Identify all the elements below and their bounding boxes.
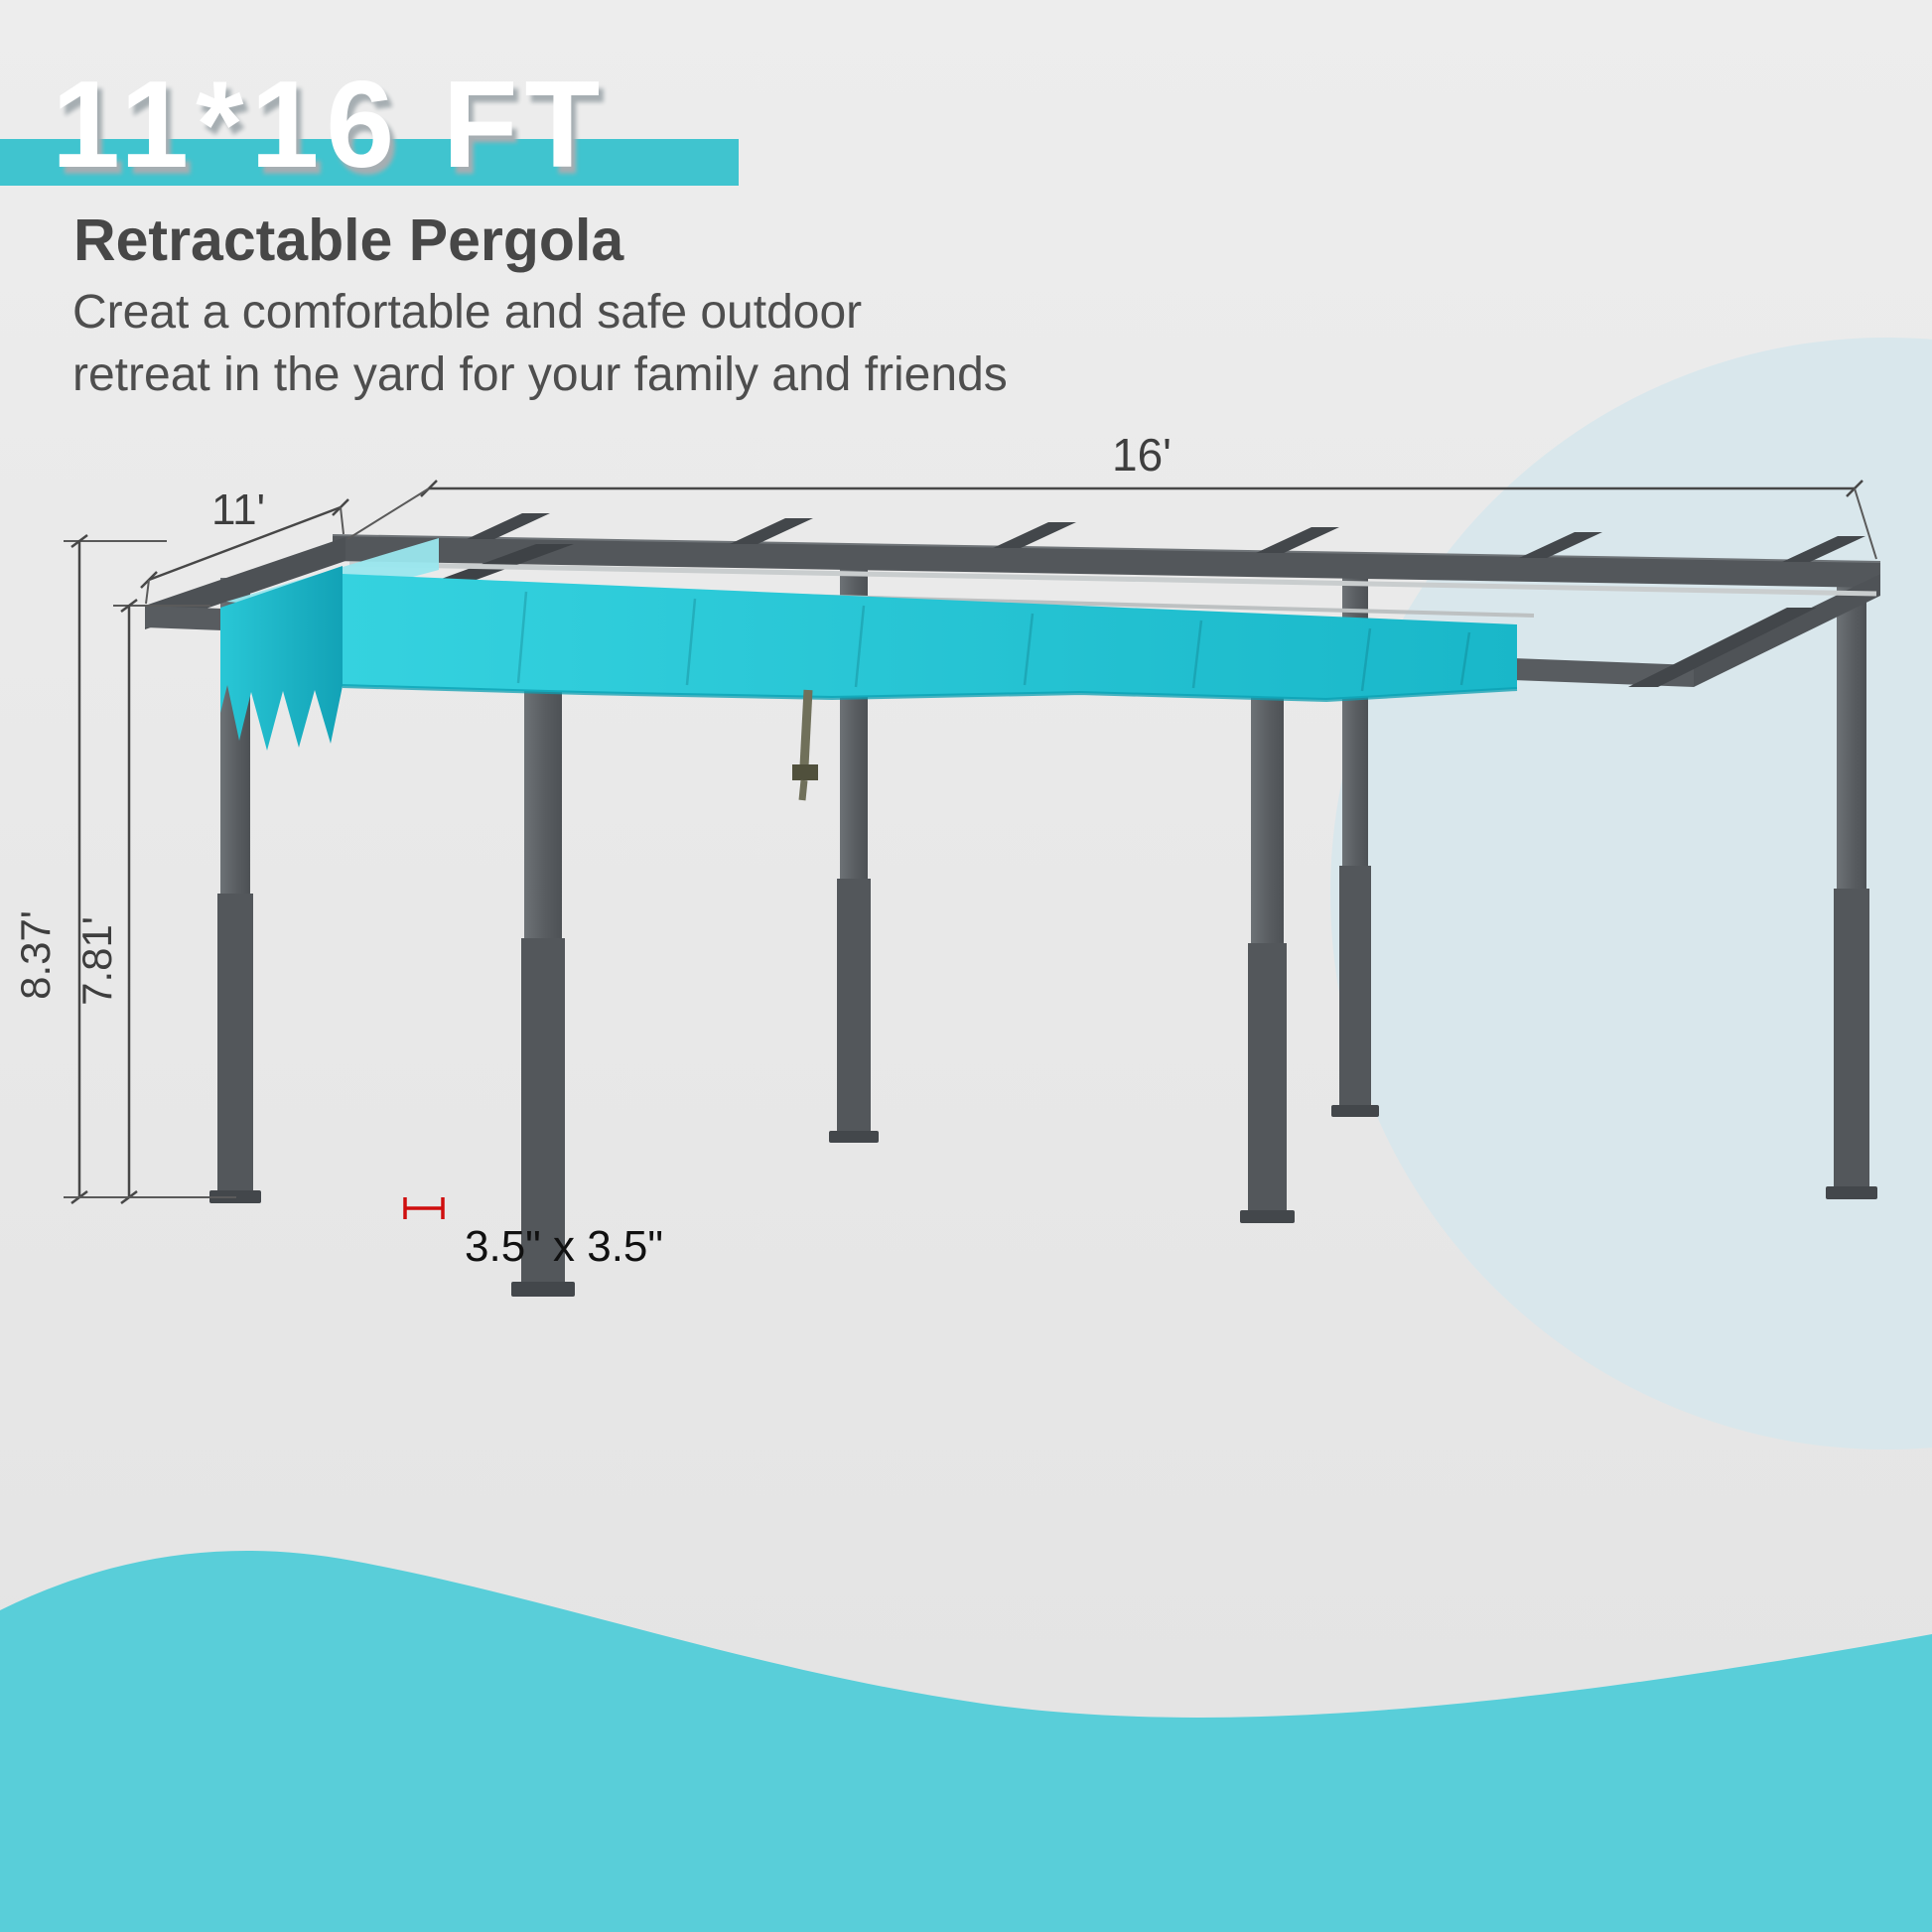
product-title: Retractable Pergola: [73, 207, 624, 273]
dimension-annotations: 16' 11' 8.37' 7.81': [12, 429, 1877, 1271]
dimension-width-label: 16': [1112, 429, 1172, 481]
size-headline: 11*16 FT: [52, 57, 608, 194]
product-description-line2: retreat in the yard for your family and …: [72, 348, 1008, 402]
product-description-line1: Creat a comfortable and safe outdoor: [72, 286, 863, 339]
post-size-marker: [403, 1197, 445, 1219]
dimension-clearance-height-label: 7.81': [73, 916, 120, 1006]
rafter-tips: [467, 513, 1865, 562]
product-description: Creat a comfortable and safe outdoor ret…: [72, 281, 1008, 407]
canopy-strap: [792, 689, 818, 801]
dimension-depth-label: 11': [211, 485, 265, 534]
post-size-label: 3.5" x 3.5": [465, 1222, 663, 1271]
dimension-overall-height-label: 8.37': [12, 910, 59, 1000]
title-accent-band: [0, 139, 739, 186]
canopy: [220, 538, 1518, 801]
